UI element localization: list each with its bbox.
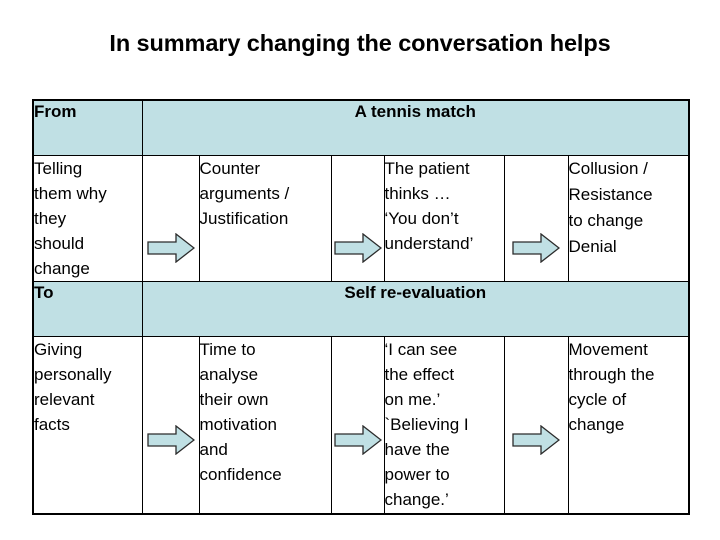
table-row-to-content: Giving personally relevant facts Time to… xyxy=(32,336,690,515)
cell-to-step-2: Time to analyse their own motivation and… xyxy=(198,336,332,515)
cell-line: understand’ xyxy=(384,234,474,253)
band-label-from: From xyxy=(32,99,143,156)
cell-line: Justification xyxy=(199,209,289,228)
right-block-arrow-icon xyxy=(333,425,382,455)
cell-from-step-3: The patient thinks … ‘You don’t understa… xyxy=(383,155,505,282)
cell-line: Telling xyxy=(34,159,83,178)
arrow-cell-to-1 xyxy=(141,336,200,515)
right-block-arrow-icon xyxy=(512,425,560,455)
cell-line: Collusion / xyxy=(568,159,648,178)
cell-line: confidence xyxy=(199,465,282,484)
cell-line: Giving xyxy=(34,340,83,359)
cell-line: relevant xyxy=(34,390,95,409)
cell-line: facts xyxy=(34,415,70,434)
right-block-arrow-icon xyxy=(333,233,382,263)
cell-to-outcome: Movement through the cycle of change xyxy=(567,336,690,515)
band-title-tennis-match: A tennis match xyxy=(141,99,690,156)
cell-line: Time to xyxy=(199,340,256,359)
right-block-arrow-icon xyxy=(146,233,195,263)
cell-line: change xyxy=(568,415,625,434)
cell-line: The patient xyxy=(384,159,470,178)
cell-line: Resistance xyxy=(568,185,653,204)
cell-line: change xyxy=(34,259,90,278)
cell-line: the effect xyxy=(384,365,455,384)
arrow-cell-to-2 xyxy=(330,336,385,515)
cell-line: personally xyxy=(34,365,112,384)
cell-line: Counter xyxy=(199,159,260,178)
arrow-cell-from-1 xyxy=(141,155,200,282)
cell-line: them why xyxy=(34,184,107,203)
cell-line: Denial xyxy=(568,237,617,256)
band-label-to: To xyxy=(32,281,143,337)
cell-from-step-1: Telling them why they should change xyxy=(32,155,143,282)
cell-line: ‘I can see xyxy=(384,340,458,359)
cell-line: have the xyxy=(384,440,450,459)
arrow-cell-from-2 xyxy=(330,155,385,282)
cell-line: cycle of xyxy=(568,390,627,409)
table-row-from-content: Telling them why they should change Coun… xyxy=(32,155,690,282)
cell-line: Movement xyxy=(568,340,648,359)
cell-line: and xyxy=(199,440,228,459)
band-row-from: From A tennis match xyxy=(32,99,690,156)
cell-from-outcome: Collusion / Resistance to change Denial xyxy=(567,155,690,282)
band-title-self-re-evaluation: Self re-evaluation xyxy=(141,281,690,337)
right-block-arrow-icon xyxy=(146,425,195,455)
cell-line: `Believing I xyxy=(384,415,469,434)
conversation-matrix: From A tennis match Telling them why the… xyxy=(32,99,691,515)
cell-from-step-2: Counter arguments / Justification xyxy=(198,155,332,282)
cell-line: power to xyxy=(384,465,450,484)
cell-to-step-1: Giving personally relevant facts xyxy=(32,336,143,515)
right-block-arrow-icon xyxy=(512,233,560,263)
cell-line: arguments / xyxy=(199,184,290,203)
cell-line: motivation xyxy=(199,415,277,434)
cell-line: they xyxy=(34,209,67,228)
cell-line: on me.’ xyxy=(384,390,441,409)
cell-line: thinks … xyxy=(384,184,451,203)
cell-line: analyse xyxy=(199,365,259,384)
cell-line: change.’ xyxy=(384,490,449,509)
arrow-cell-from-3 xyxy=(503,155,569,282)
cell-line: their own xyxy=(199,390,269,409)
cell-line: ‘You don’t xyxy=(384,209,459,228)
arrow-cell-to-3 xyxy=(503,336,569,515)
cell-to-step-3: ‘I can see the effect on me.’ `Believing… xyxy=(383,336,505,515)
cell-line: to change xyxy=(568,211,644,230)
cell-line: should xyxy=(34,234,85,253)
page-title: In summary changing the conversation hel… xyxy=(109,30,611,56)
band-row-to: To Self re-evaluation xyxy=(32,281,690,337)
cell-line: through the xyxy=(568,365,655,384)
